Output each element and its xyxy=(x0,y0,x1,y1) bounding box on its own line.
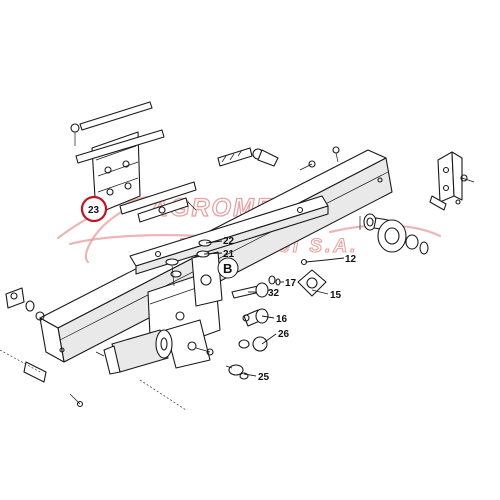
callout-21[interactable]: 21 xyxy=(223,249,235,260)
section-b-label: B xyxy=(223,261,232,276)
callouts: 22 21 12 15 17 32 16 26 25 xyxy=(223,236,357,383)
callout-25[interactable]: 25 xyxy=(258,372,270,383)
shaft-wheel-assembly xyxy=(359,213,429,255)
upper-fittings xyxy=(217,147,316,171)
callout-17[interactable]: 17 xyxy=(285,278,297,289)
right-bracket xyxy=(429,151,475,211)
callout-12[interactable]: 12 xyxy=(345,254,357,265)
highlight-23[interactable]: 23 xyxy=(80,195,108,223)
left-end-parts xyxy=(0,287,187,411)
callout-23[interactable]: 23 xyxy=(88,205,100,216)
callout-22[interactable]: 22 xyxy=(223,236,235,247)
callout-26[interactable]: 26 xyxy=(278,329,290,340)
section-b-circle xyxy=(217,257,239,279)
motor xyxy=(103,329,214,375)
mounting-plate-assembly xyxy=(70,101,197,223)
beam-end-cap xyxy=(39,317,65,363)
section-b-marker: B xyxy=(217,257,239,279)
right-small-parts xyxy=(225,258,327,380)
leader-lines xyxy=(203,240,345,377)
callout-16[interactable]: 16 xyxy=(276,314,288,325)
callout-32[interactable]: 32 xyxy=(268,288,280,299)
slide-bar xyxy=(129,195,329,275)
callout-15[interactable]: 15 xyxy=(330,290,342,301)
highlight-ring xyxy=(80,195,108,223)
